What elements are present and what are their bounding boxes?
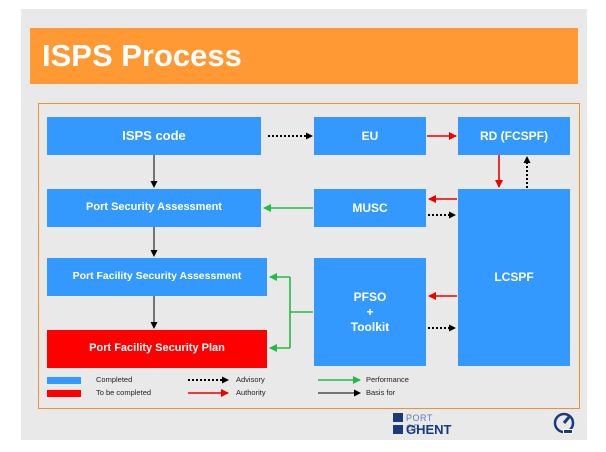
logo-mark: [393, 413, 403, 422]
rd-fcspf-label: RD (FCSPF): [480, 128, 548, 143]
legend-to-be-completed-swatch: [47, 390, 81, 397]
pfso-toolkit-label: PFSO + Toolkit: [350, 289, 390, 334]
musc-label: MUSC: [352, 200, 388, 215]
legend-authority-text: Authority: [236, 388, 266, 397]
isps-code-label: ISPS code: [122, 127, 186, 143]
legend-performance-text: Performance: [366, 375, 409, 384]
eu-label: EU: [361, 128, 379, 143]
rd-fcspf-box: RD (FCSPF): [458, 117, 570, 155]
logo-ghent-text: GHENT: [406, 422, 452, 437]
logo-port-of-text: PORT OF: [406, 413, 433, 433]
port-security-assessment-label: Port Security Assessment: [86, 201, 222, 214]
legend-completed-text: Completed: [96, 375, 133, 384]
isps-code-box: ISPS code: [47, 117, 261, 155]
title-bar: ISPS Process: [30, 28, 578, 84]
pfso-toolkit-box: PFSO + Toolkit: [314, 258, 426, 366]
port-security-assessment-box: Port Security Assessment: [47, 189, 261, 227]
pfsa-box: Port Facility Security Assessment: [47, 258, 267, 296]
performance-bracket-pfso: [289, 277, 313, 348]
lcspf-box: LCSPF: [458, 189, 570, 366]
legend-completed-swatch: [47, 377, 81, 384]
lcspf-label: LCSPF: [494, 270, 534, 284]
eu-box: EU: [314, 117, 426, 155]
page-title: ISPS Process: [42, 38, 242, 73]
legend-basis-for-text: Basis for: [366, 388, 396, 397]
logo-mark-lower: [393, 425, 403, 434]
diagram-frame: [38, 103, 580, 409]
pfsp-label: Port Facility Security Plan: [89, 342, 225, 355]
pfsa-label: Port Facility Security Assessment: [72, 270, 242, 283]
musc-box: MUSC: [314, 189, 426, 227]
certification-seal-icon: [553, 412, 575, 434]
legend-to-be-completed-text: To be completed: [96, 388, 152, 397]
pfsp-box: Port Facility Security Plan: [47, 330, 267, 368]
legend-advisory-text: Advisory: [236, 375, 265, 384]
